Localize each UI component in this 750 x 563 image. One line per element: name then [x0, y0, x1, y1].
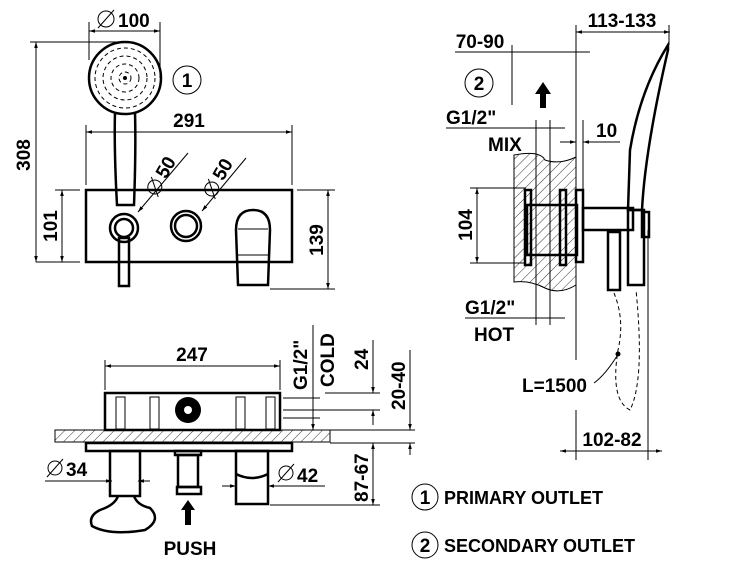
- hose-length-label: L=1500: [522, 376, 587, 397]
- dim-wall-depth: 70-90: [456, 32, 505, 53]
- spout: [234, 449, 270, 506]
- diameter-symbol-icon: [277, 463, 295, 483]
- wall-slab: [54, 429, 331, 443]
- flow-arrow-up-icon: [535, 82, 551, 108]
- mix-thread-label: G1/2": [446, 108, 496, 129]
- hot-thread-label: G1/2": [465, 298, 515, 319]
- dim-body-width: 247: [176, 345, 208, 366]
- dim-diameter-shower: 100: [118, 11, 150, 32]
- legend-label: SECONDARY OUTLET: [444, 536, 635, 556]
- dim-width-plate: 291: [173, 111, 205, 132]
- front-view: 100 308 1 291 50 50: [14, 9, 335, 290]
- outlet-marker-1: [172, 65, 202, 95]
- push-label: PUSH: [164, 539, 217, 560]
- handshower-side: [626, 40, 670, 212]
- dim-body-height: 104: [456, 209, 477, 241]
- cold-thread-label: G1/2": [291, 340, 312, 390]
- dim-plate-offset: 10: [596, 121, 617, 142]
- legend-item: 1 PRIMARY OUTLET: [411, 483, 603, 511]
- outlet-marker-1-number: 1: [182, 71, 193, 92]
- outlet-marker-2: [464, 68, 494, 98]
- dim-diameter-handle: 34: [66, 460, 88, 481]
- legend-label: PRIMARY OUTLET: [444, 488, 603, 508]
- hose: [613, 289, 640, 411]
- mixer-handle: [89, 495, 157, 534]
- dim-diameter-spout: 42: [297, 466, 318, 487]
- dim-wall-thickness: 20-40: [389, 361, 410, 410]
- dim-inlet-offset: 24: [352, 348, 373, 370]
- dim-height-holder: 101: [41, 210, 62, 242]
- dim-height-plate: 139: [307, 224, 328, 256]
- handshower-holder: [108, 212, 140, 244]
- dim-diameter-knob-2: 50: [209, 155, 238, 184]
- legend: 1 PRIMARY OUTLET 2 SECONDARY OUTLET: [411, 483, 635, 559]
- legend-number: 1: [420, 488, 431, 509]
- legend-item: 2 SECONDARY OUTLET: [411, 531, 635, 559]
- cold-label: COLD: [318, 333, 339, 387]
- top-view: 247 34 42 G1/2" COLD: [45, 325, 415, 560]
- diameter-symbol-icon: [97, 9, 115, 29]
- dim-spout-projection: 87-67: [352, 453, 373, 502]
- dim-projection-bottom: 102-82: [582, 430, 641, 451]
- push-button: [176, 453, 200, 489]
- side-view: 113-133 70-90 2 G1/2" MIX 10: [446, 11, 670, 460]
- dim-diameter-knob-1: 50: [152, 153, 181, 182]
- dim-height-total: 308: [14, 139, 35, 171]
- diverter-knob: [169, 209, 203, 243]
- legend-number: 2: [420, 536, 431, 557]
- control-plate: [84, 188, 294, 264]
- mixer-lever: [234, 208, 272, 287]
- outlet-marker-2-number: 2: [474, 74, 485, 95]
- push-arrow-icon: [181, 500, 195, 525]
- hot-label: HOT: [474, 325, 515, 346]
- dim-handshower-projection: 113-133: [588, 11, 657, 32]
- handshower-head: [87, 40, 163, 207]
- diameter-symbol-icon: [46, 458, 64, 478]
- mix-label: MIX: [488, 135, 522, 156]
